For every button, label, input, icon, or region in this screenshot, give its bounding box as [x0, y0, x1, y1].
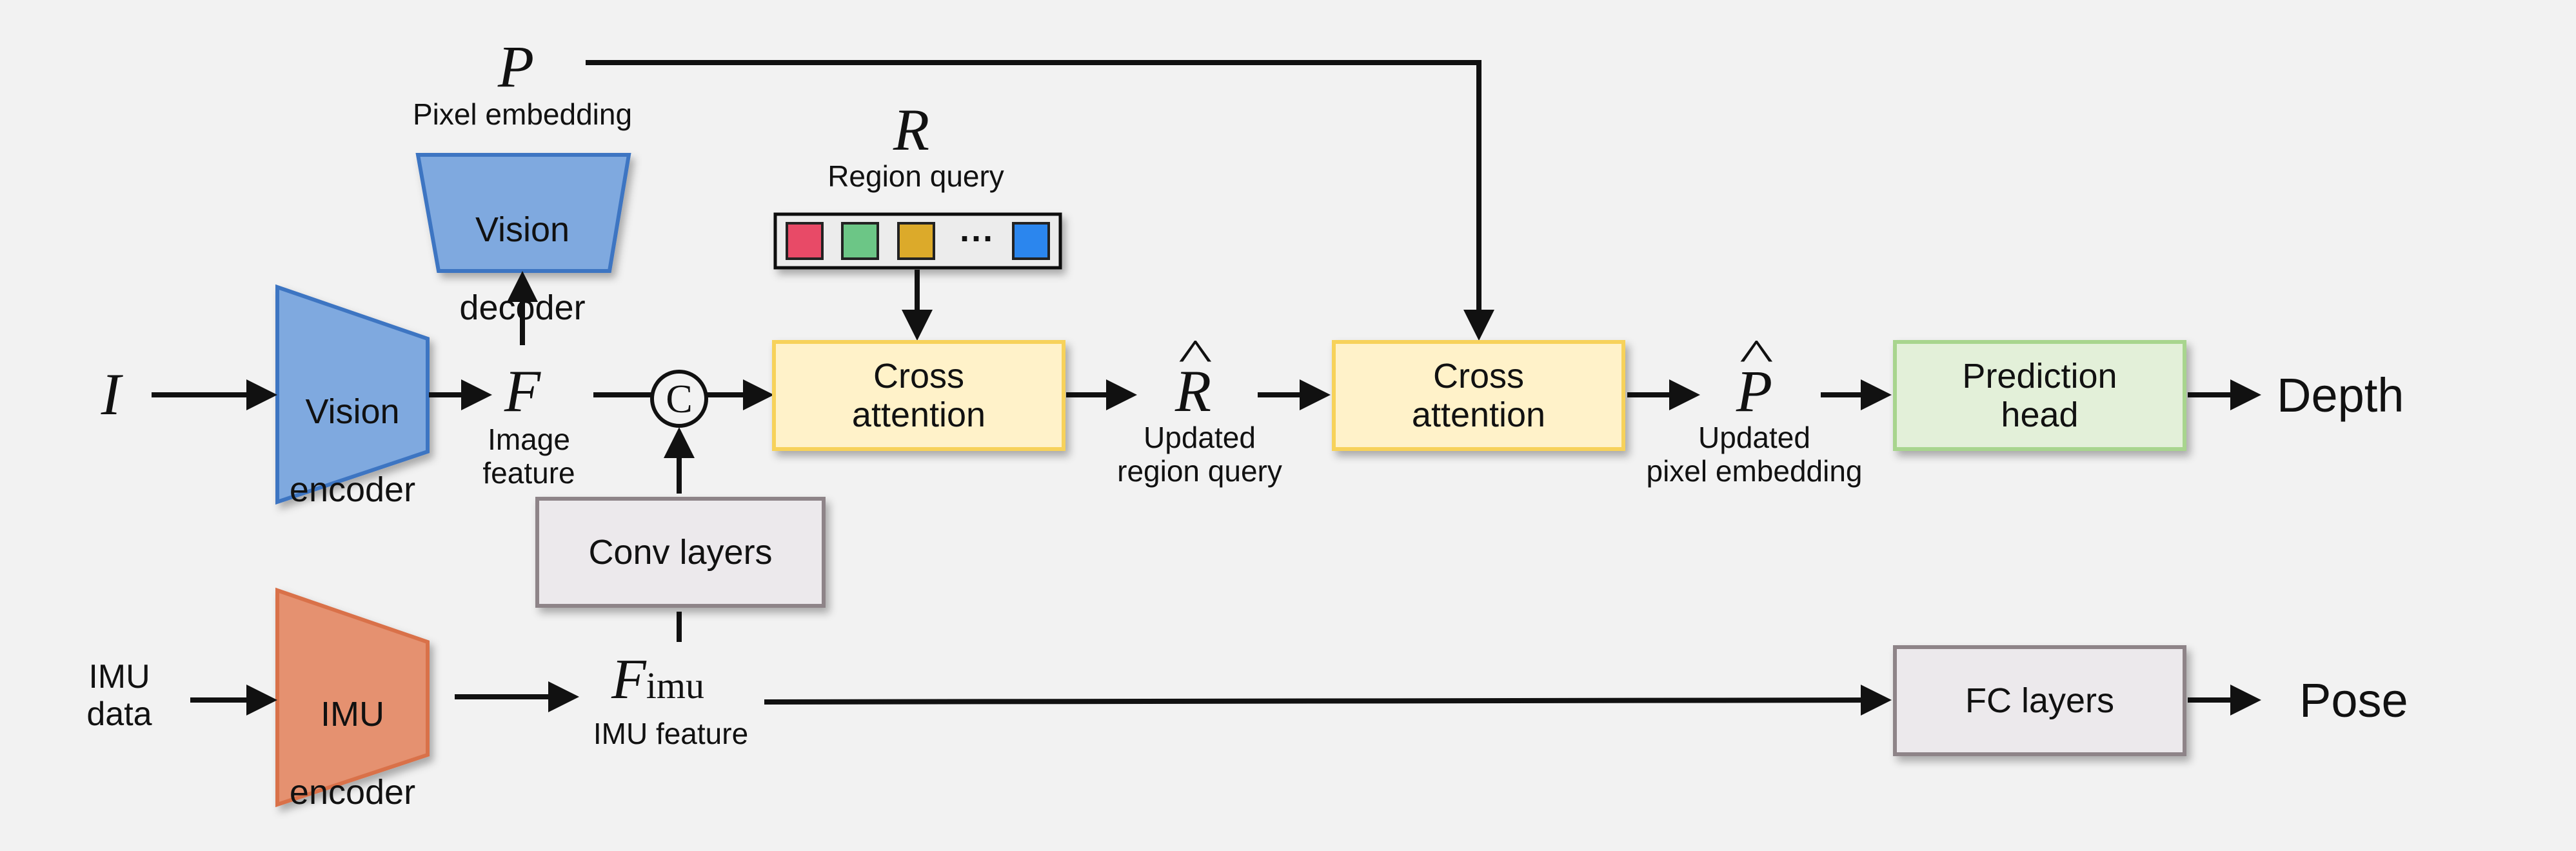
updated-pixel-label: Updated pixel embedding: [1625, 421, 1883, 488]
imu-encoder-label: IMU encoder: [277, 656, 428, 851]
vision-decoder-shape: [415, 153, 631, 273]
connector-lines: [152, 60, 2261, 716]
concat-symbol: C: [666, 377, 693, 421]
cross-attention-block-1: Cross attention: [772, 340, 1065, 451]
updated-region-line2: region query: [1117, 454, 1282, 488]
updated-pixel-line1: Updated: [1698, 421, 1810, 454]
region-query-symbol: R: [893, 97, 930, 163]
pose-output-label: Pose: [2299, 674, 2408, 727]
hat-accent-p: P: [1736, 358, 1772, 425]
vision-encoder-line1: Vision: [305, 392, 400, 432]
imu-feature-letter: F: [611, 648, 646, 711]
image-feature-line1: Image: [488, 423, 570, 456]
imu-data-label: IMU data: [71, 658, 168, 733]
imu-encoder-line2: encoder: [289, 773, 416, 812]
image-feature-line2: feature: [482, 456, 575, 490]
query-token-ellipsis: ···: [960, 219, 995, 258]
updated-region-label: Updated region query: [1103, 421, 1296, 488]
image-input-symbol: I: [101, 361, 121, 427]
vision-decoder-line2: decoder: [459, 288, 586, 328]
query-token-red: [786, 222, 824, 260]
vision-encoder-line2: encoder: [289, 470, 416, 510]
vision-encoder-label: Vision encoder: [277, 354, 428, 548]
prediction-head-block: Prediction head: [1893, 340, 2186, 451]
vision-decoder-line1: Vision: [475, 210, 570, 250]
vision-decoder-label: Vision decoder: [426, 172, 619, 366]
imu-encoder-line1: IMU: [321, 695, 384, 734]
updated-pixel-symbol: P: [1729, 358, 1780, 425]
arrow-pixel-to-cross2: [586, 60, 1494, 341]
imu-encoder-shape: [275, 587, 430, 808]
imu-data-line1: IMU: [88, 658, 150, 696]
image-feature-label: Image feature: [464, 423, 593, 490]
hat-accent-r: R: [1175, 358, 1211, 425]
imu-feature-symbol: Fimu: [611, 648, 728, 712]
fc-layers-block: FC layers: [1893, 645, 2186, 756]
query-token-blue: [1012, 222, 1050, 260]
arrow-fimu-to-fc: [764, 685, 1892, 716]
imu-feature-label: IMU feature: [593, 717, 749, 750]
updated-region-symbol: R: [1167, 358, 1219, 425]
cross-attention-block-2: Cross attention: [1332, 340, 1625, 451]
updated-pixel-line2: pixel embedding: [1646, 454, 1863, 488]
pixel-embedding-label: Pixel embedding: [412, 97, 633, 131]
query-token-green: [841, 222, 879, 260]
query-token-yellow: [897, 222, 935, 260]
depth-output-label: Depth: [2277, 368, 2404, 422]
concat-circle: [650, 370, 708, 428]
imu-data-line2: data: [86, 696, 152, 734]
image-feature-symbol: F: [504, 358, 541, 424]
imu-feature-subscript: imu: [646, 665, 704, 706]
pixel-embedding-symbol: P: [497, 34, 535, 99]
region-query-label: Region query: [827, 159, 1004, 193]
vision-encoder-shape: [275, 284, 430, 505]
conv-layers-block: Conv layers: [535, 497, 826, 608]
updated-region-line1: Updated: [1144, 421, 1256, 454]
